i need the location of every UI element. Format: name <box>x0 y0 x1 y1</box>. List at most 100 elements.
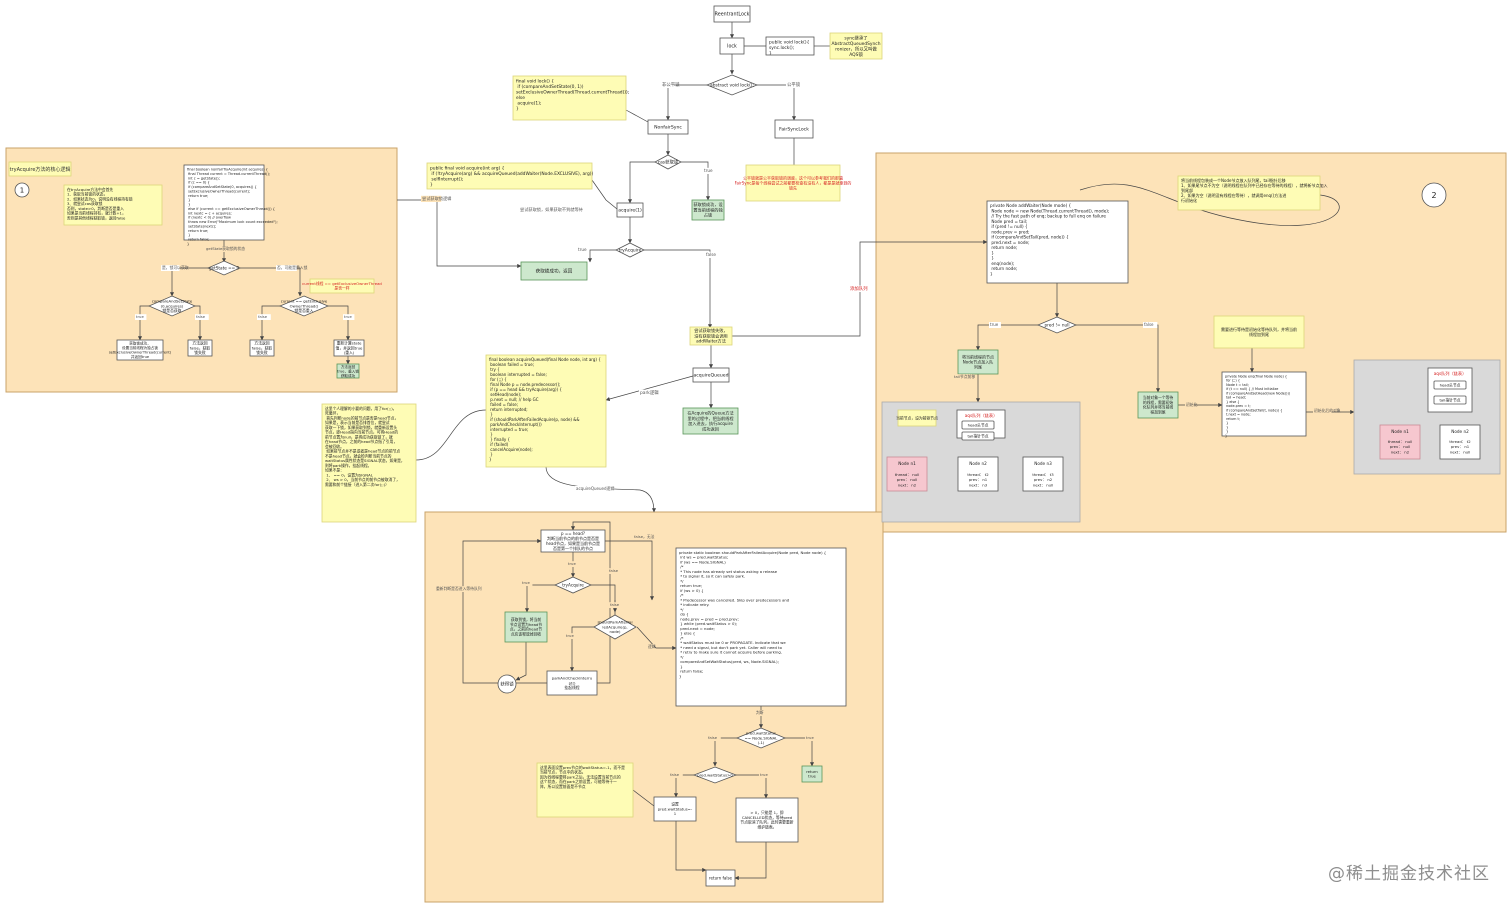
reentrant-lock-box[interactable] <box>713 5 751 23</box>
r2-pl-head[interactable] <box>961 420 995 430</box>
r2-code[interactable] <box>986 200 1129 284</box>
r3-set-text-line: pred.waitStatus=- <box>658 806 693 811</box>
r3-note[interactable] <box>536 762 634 818</box>
r1-set-owner[interactable] <box>116 339 164 361</box>
r3-ws-gt0[interactable] <box>692 766 738 784</box>
nonfair-sync-box[interactable] <box>647 119 689 135</box>
r2-pl-node-2[interactable] <box>957 456 999 492</box>
r2-pl-node-3-name-line: Node n3 <box>1034 461 1052 466</box>
acquire-note[interactable] <box>426 162 593 190</box>
acquire-queued-code[interactable] <box>485 354 607 468</box>
r2-pl-tail[interactable] <box>961 431 995 441</box>
r2-pr-node-1[interactable] <box>1379 424 1421 460</box>
success-exit-box-text-line: 获取锁成功，返回 <box>536 268 573 275</box>
r1-owner-note[interactable] <box>309 278 375 294</box>
final-lock-note[interactable] <box>512 75 627 121</box>
r2-pl-node-1[interactable] <box>886 456 928 492</box>
acquire-queued-code-text-line: return interrupted; <box>489 407 528 412</box>
r2-pr-title-bg[interactable] <box>1427 367 1473 413</box>
r1-owner[interactable] <box>278 295 330 317</box>
acquire-queued-box[interactable] <box>692 367 730 383</box>
aq-result-box-text-line: 里的过程中，把当前线程 <box>687 415 734 422</box>
aq-result-box[interactable] <box>682 407 739 435</box>
r1-set-owner-text-line: 获取锁成功， <box>129 341 151 346</box>
edge-cas-true-label-line: true <box>704 168 713 173</box>
r3-cancel[interactable] <box>735 797 799 843</box>
r2-panel-right[interactable] <box>1353 359 1501 475</box>
r1-getstate[interactable] <box>207 260 241 276</box>
r3-set[interactable] <box>653 796 697 822</box>
r2-pr-tail[interactable] <box>1433 395 1467 405</box>
r2-pr-node-2[interactable] <box>1439 424 1481 460</box>
r2-pl-node-3[interactable] <box>1022 456 1064 492</box>
edge-acquire-fail-label-line: 尝试获取锁，如果获取不到就等待 <box>520 206 584 213</box>
r1-return-false1[interactable] <box>187 339 213 357</box>
public-lock-box-text: public void lock(){sync.lock();} <box>769 39 810 56</box>
left-note[interactable] <box>321 403 417 523</box>
r1-cas-text-line: compareAndSetState <box>152 299 193 304</box>
region1-code-text-line: int nextc = c + acquires; <box>187 211 232 215</box>
r1-reentrant[interactable] <box>333 339 365 357</box>
r3-return-false[interactable] <box>705 869 736 887</box>
try-acquire-diamond[interactable] <box>615 242 645 258</box>
r2-green-tail[interactable] <box>957 349 999 375</box>
abstract-lock-diamond[interactable] <box>705 74 759 96</box>
r3-code-text-line: } <box>679 664 683 669</box>
success-exit-box[interactable] <box>520 261 588 281</box>
acquire-box[interactable] <box>616 202 644 218</box>
r2-mid-note[interactable] <box>1213 315 1305 349</box>
r2-pl-note[interactable] <box>897 409 937 427</box>
r3-note-text-line: 因为同线程要将park之后，无法设置当前节点的 <box>540 774 621 779</box>
r3-green-text-line: 获取到锁，将当前 <box>511 617 542 622</box>
edge-r2-false-label: false <box>1144 322 1154 327</box>
fair-sync-box[interactable] <box>774 119 814 139</box>
lock-box[interactable] <box>719 37 745 55</box>
fair-note[interactable] <box>745 164 841 202</box>
r3-green[interactable] <box>504 611 548 643</box>
badge-1-text-line: 1 <box>20 186 24 194</box>
r2-pred[interactable] <box>1036 316 1078 334</box>
r2-enq-code[interactable] <box>1221 371 1307 437</box>
region1-title-note[interactable] <box>8 161 72 177</box>
r3-signal[interactable] <box>735 727 787 749</box>
cas-decision[interactable] <box>654 154 682 170</box>
r2-enq-code-text-line: if (compareAndSetTail(t, node)) { <box>1225 408 1282 412</box>
r3-code-text-line: /* <box>679 635 683 640</box>
r3-return-true[interactable] <box>801 765 823 783</box>
r2-top-note[interactable] <box>1177 175 1321 211</box>
region1-note[interactable] <box>63 184 163 226</box>
region1-code[interactable] <box>183 164 265 241</box>
r1-return-false2[interactable] <box>249 339 275 357</box>
edge-fair <box>757 84 797 121</box>
r1-cas[interactable] <box>147 295 197 317</box>
left-note-text-line: 死循环， <box>325 411 340 416</box>
note-sync[interactable] <box>829 32 883 60</box>
edge-park-label-line: park逻辑 <box>640 389 659 396</box>
r2-enq-code-text-line: for (;;) { <box>1225 379 1240 383</box>
r3-try-acquire[interactable] <box>554 576 592 594</box>
r2-green-enq[interactable] <box>1137 391 1179 419</box>
r1-return-false2-text-line: 方法返回 <box>254 341 269 346</box>
cas-success-box[interactable] <box>691 199 725 221</box>
r3-ws-gt0-text: pred.waitStatus>0 <box>697 772 733 777</box>
add-waiter-box[interactable] <box>689 326 733 346</box>
r3-should-park[interactable] <box>593 614 637 640</box>
r3-park[interactable] <box>546 670 598 696</box>
r3-p-head[interactable] <box>540 529 606 553</box>
r1-green[interactable] <box>336 363 360 379</box>
r3-should-park-text-line: shouldParkAfterFai <box>597 620 632 625</box>
r2-top-note-text-line: 行初始化 <box>1181 197 1197 203</box>
public-lock-box[interactable] <box>765 36 815 56</box>
edge-r1-owner-true <box>328 305 351 341</box>
edge-try-false-label-line: false <box>706 252 716 257</box>
r3-code[interactable] <box>675 547 847 707</box>
r1-return-false2-text-line: false，获取 <box>252 345 273 350</box>
edge-r1-no-label: 否，可能是重入锁 <box>277 265 308 270</box>
r2-pr-head[interactable] <box>1433 380 1467 390</box>
edge-try-false-label: false <box>706 252 716 257</box>
r2-pl-node-2-name-line: Node n2 <box>969 461 987 466</box>
badge-2-text: 2 <box>1431 191 1436 200</box>
